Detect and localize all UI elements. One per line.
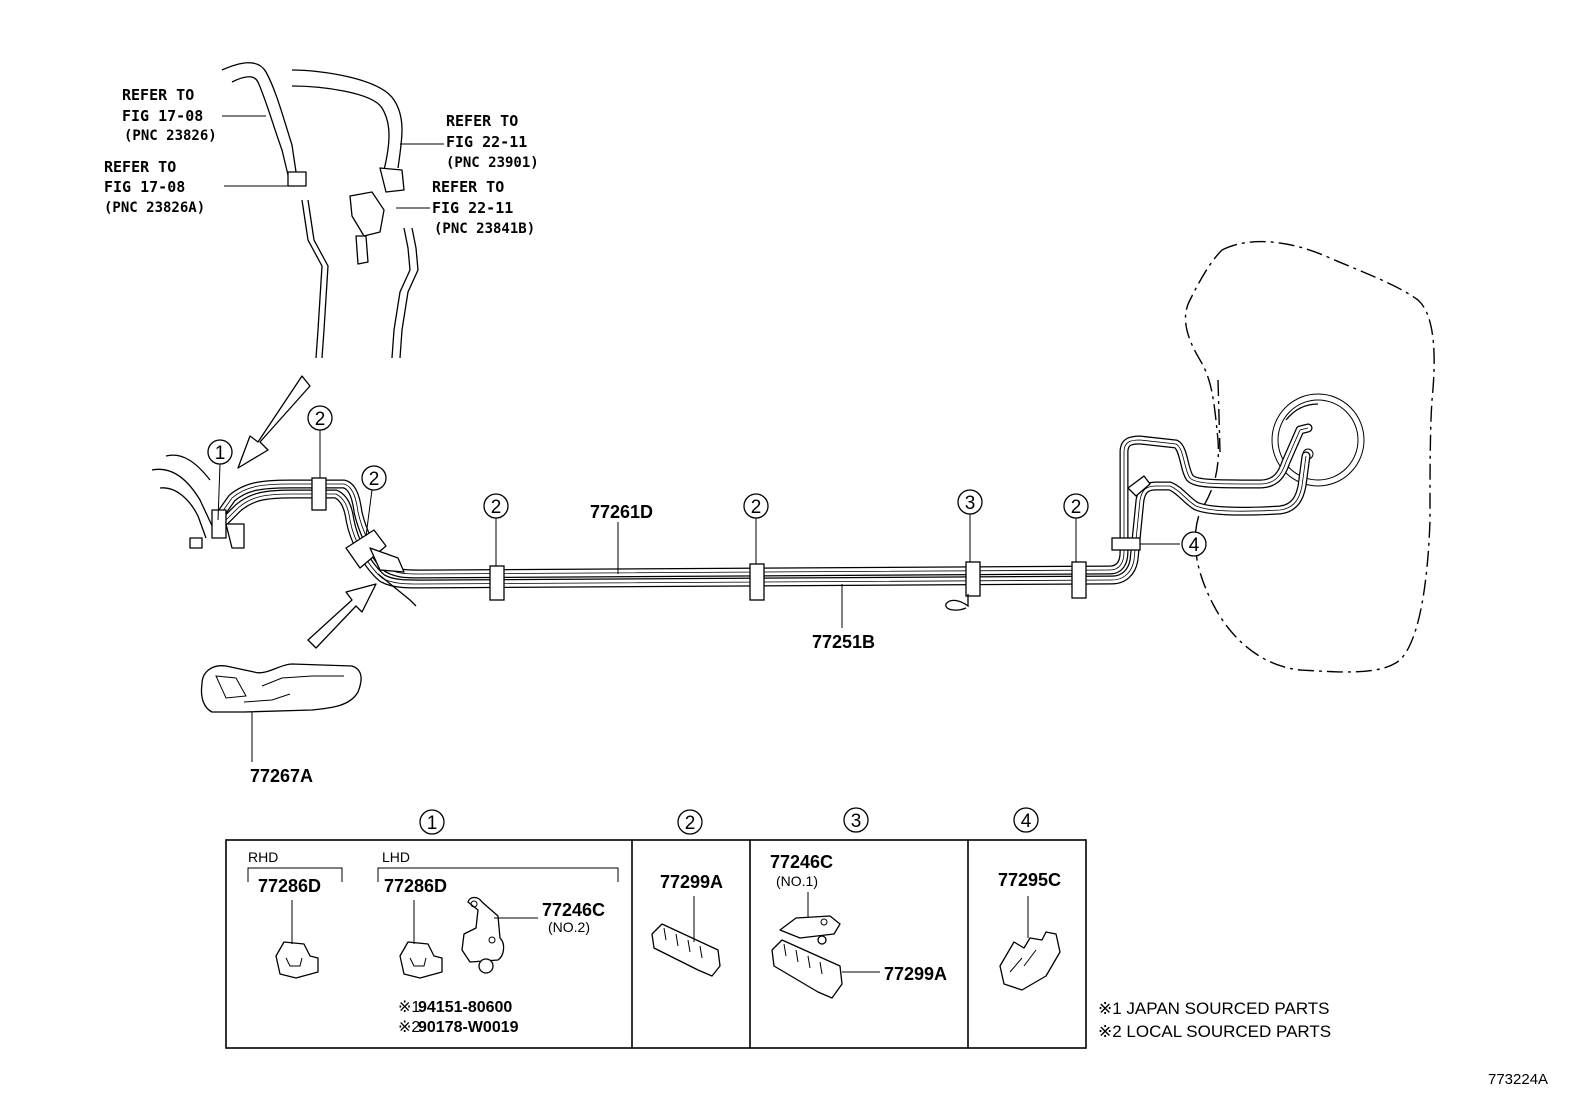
part-number-90178-w0019: 90178-W0019 (418, 1019, 519, 1036)
clamp-4 (1111, 537, 1141, 551)
ref-text-line2: FIG 22-11 (446, 133, 527, 151)
main-leaders (217, 430, 1180, 628)
main-fuel-line-77251b (219, 451, 1311, 589)
table-header-4: 4 (1013, 807, 1039, 833)
callout-2-b: 2 (361, 465, 387, 491)
part-number-77246c-no1: 77246C (770, 852, 833, 872)
clamp-77299a-s3 (771, 939, 880, 999)
protector-77267a (200, 663, 362, 762)
arrow-up-right-icon (307, 583, 377, 649)
ref-text-line2: FIG 17-08 (104, 178, 185, 196)
part-number-77299a-s2: 77299A (660, 872, 723, 892)
pump-connector (1127, 475, 1151, 497)
bracket-no1-label: (NO.1) (776, 873, 818, 889)
ref-text-line3: (PNC 23826A) (104, 200, 205, 216)
table-header-2: 2 (677, 809, 703, 835)
ref-text-line1: REFER TO (122, 86, 194, 104)
callout-label: 4 (1021, 811, 1032, 832)
ref-text-line3: (PNC 23841B) (434, 221, 535, 237)
clamp-3 (965, 561, 981, 597)
note-japan-sourced: ※1 JAPAN SOURCED PARTS (1098, 999, 1330, 1018)
part-number-77295c: 77295C (998, 870, 1061, 890)
arrow-down-left-icon (237, 375, 311, 469)
figure-code: 773224A (1488, 1071, 1548, 1088)
main-fuel-line-77261d (215, 423, 1313, 579)
part-number-94151-80600: 94151-80600 (418, 999, 512, 1016)
clamp-77295c (999, 896, 1061, 991)
callout-2-e: 2 (1063, 493, 1089, 519)
callout-label: 2 (369, 469, 380, 490)
bracket-no2-label: (NO.2) (548, 919, 590, 935)
reference-fig-17-08-b: REFER TO FIG 17-08 (PNC 23826A) (104, 158, 205, 216)
callout-label: 3 (965, 493, 976, 514)
part-number-77261d: 77261D (590, 502, 653, 522)
callout-label: 1 (427, 813, 438, 834)
callout-1-main: 1 (207, 439, 233, 465)
bend-clamp-part (345, 529, 387, 569)
hose-connector-part (379, 167, 405, 193)
bracket-77246c-no2 (461, 896, 538, 974)
callout-label: 2 (315, 409, 326, 430)
reference-fig-17-08-a: REFER TO FIG 17-08 (PNC 23826) (122, 86, 217, 144)
direction-arrows (237, 375, 377, 649)
note-local-sourced: ※2 LOCAL SOURCED PARTS (1098, 1022, 1331, 1041)
callout-label: 2 (751, 497, 762, 518)
table-header-3: 3 (843, 807, 869, 833)
callout-label: 3 (851, 811, 862, 832)
line-clamps (311, 475, 1151, 611)
ref-text-line1: REFER TO (432, 178, 504, 196)
reference-leaders (222, 115, 444, 209)
clamp-77286d-rhd (275, 900, 319, 979)
part-number-77246c-no2: 77246C (542, 900, 605, 920)
callout-2-a: 2 (307, 405, 333, 431)
upper-hoses (221, 62, 419, 359)
callout-label: 2 (1071, 497, 1082, 518)
reference-fig-22-11-a: REFER TO FIG 22-11 (PNC 23901) (446, 112, 539, 171)
clamp-2-a (311, 477, 327, 511)
rhd-label: RHD (248, 849, 278, 865)
ref-text-line2: FIG 17-08 (122, 107, 203, 125)
callout-3-main: 3 (957, 489, 983, 515)
clamp-2-c (749, 563, 765, 601)
clamp-2-b (489, 565, 505, 601)
bolt-mark-2: ※2 (398, 1019, 420, 1036)
part-number-77299a-s3: 77299A (884, 964, 947, 984)
ref-text-line1: REFER TO (446, 112, 518, 130)
clamp-77299a-s2 (651, 896, 721, 977)
callout-label: 4 (1189, 535, 1200, 556)
reference-fig-22-11-b: REFER TO FIG 22-11 (PNC 23841B) (432, 178, 535, 237)
left-end-hardware (151, 454, 417, 607)
callout-4-main: 4 (1181, 531, 1207, 557)
ref-text-line2: FIG 22-11 (432, 199, 513, 217)
bolt-mark-1: ※1 (398, 999, 420, 1016)
part-number-77286d-lhd: 77286D (384, 876, 447, 896)
callout-2-c: 2 (483, 493, 509, 519)
part-number-77267a: 77267A (250, 766, 313, 786)
clamp-2-d (1071, 561, 1087, 599)
part-number-77251b: 77251B (812, 632, 875, 652)
lhd-label: LHD (382, 849, 410, 865)
callout-label: 1 (215, 443, 226, 464)
callout-label: 2 (685, 813, 696, 834)
detail-table: 1 2 3 4 RHD LHD 77286D 77286D (225, 807, 1087, 1049)
callout-2-d: 2 (743, 493, 769, 519)
ref-text-line3: (PNC 23826) (124, 128, 217, 144)
bracket-77246c-no1 (779, 892, 841, 945)
ref-text-line1: REFER TO (104, 158, 176, 176)
part-number-77286d-rhd: 77286D (258, 876, 321, 896)
clamp-77286d-lhd (399, 900, 443, 979)
ref-text-line3: (PNC 23901) (446, 155, 539, 171)
quick-connector-part (349, 191, 385, 237)
front-clamp-part (211, 509, 227, 539)
table-header-1: 1 (419, 809, 445, 835)
callout-label: 2 (491, 497, 502, 518)
hose-clip-part (287, 171, 307, 187)
